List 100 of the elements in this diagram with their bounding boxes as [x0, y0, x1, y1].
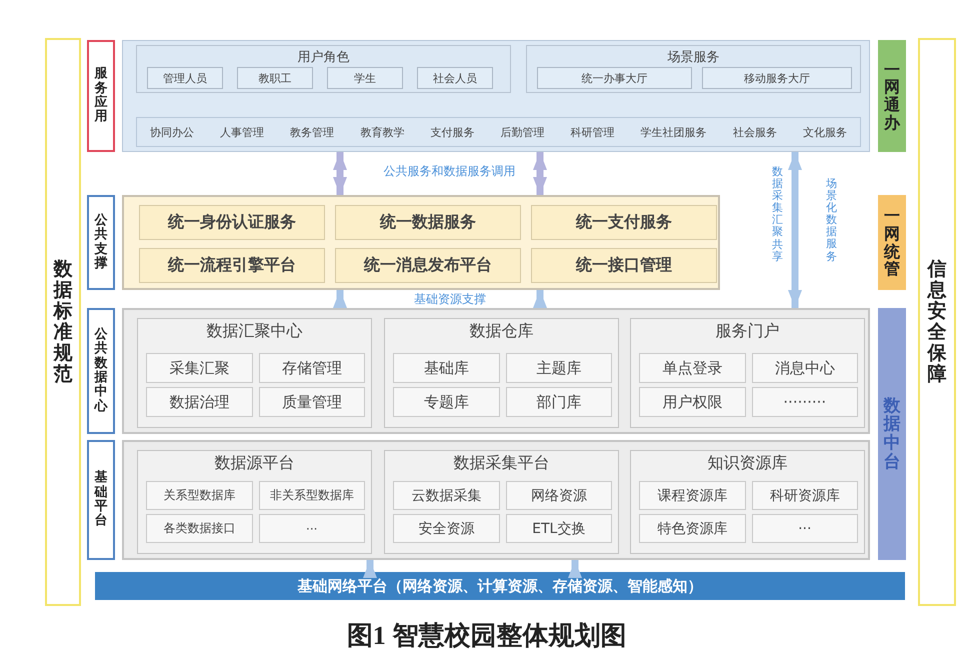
- item-label: 网络资源: [530, 486, 587, 504]
- item-label: 安全资源: [418, 520, 474, 538]
- item-label: 移动服务大厅: [744, 70, 810, 86]
- vertical-label: 信息安全保障: [928, 259, 946, 385]
- item-box: [639, 514, 746, 543]
- application-label: 教务管理: [290, 124, 334, 140]
- platform-label: 基础网络平台（网络资源、计算资源、存储资源、智能感知）: [298, 576, 702, 596]
- item-box: [639, 353, 746, 383]
- item-box: [506, 481, 612, 510]
- item-box: [752, 353, 858, 383]
- arrow: [333, 290, 347, 308]
- layer-panel: [122, 308, 870, 434]
- layer-tab: [87, 308, 115, 434]
- item-label: 统一消息发布平台: [364, 255, 492, 276]
- item-box: [258, 481, 365, 510]
- service-box: [531, 248, 717, 283]
- item-label: ·········: [783, 393, 826, 411]
- vertical-label: 公共支撑: [94, 214, 108, 272]
- item-label: 学生: [354, 70, 376, 86]
- layer-panel: [122, 195, 720, 290]
- item-label: 社会人员: [433, 70, 477, 86]
- figure-caption: 图1 智慧校园整体规划图: [346, 620, 628, 652]
- side-column: [45, 38, 81, 606]
- arrow: [568, 560, 582, 578]
- item-box: [146, 353, 252, 383]
- arrow: [788, 152, 802, 308]
- item-box: [702, 67, 852, 89]
- item-box: [393, 387, 500, 417]
- item-label: 课程资源库: [657, 486, 728, 504]
- item-label: 单点登录: [662, 358, 722, 378]
- item-box: [258, 514, 365, 543]
- item-label: 特色资源库: [657, 520, 728, 538]
- item-box: [258, 387, 365, 417]
- item-box: [537, 67, 692, 89]
- item-box: [327, 67, 403, 89]
- item-label: 非关系型数据库: [270, 487, 354, 504]
- group-title: 知识资源库: [706, 453, 788, 474]
- annotation-label: 数据采集汇聚共享: [772, 166, 783, 263]
- item-label: 云数据采集: [411, 486, 482, 504]
- item-box: [146, 514, 252, 543]
- item-label: 部门库: [536, 392, 582, 412]
- group-box: [384, 318, 619, 428]
- item-label: 各类数据接口: [163, 520, 236, 537]
- group-title: 场景服务: [666, 49, 720, 66]
- group-box: [630, 318, 865, 428]
- item-box: [393, 514, 500, 543]
- item-label: 统一办事大厅: [582, 70, 648, 86]
- group-title: 数据仓库: [468, 321, 534, 342]
- service-box: [139, 205, 325, 240]
- group-title: 服务门户: [714, 321, 780, 342]
- item-label: 数据治理: [169, 392, 230, 412]
- platform-bar: [95, 572, 905, 600]
- item-label: ETL交换: [532, 520, 586, 538]
- item-box: [146, 481, 252, 510]
- layer-tab: [87, 195, 115, 290]
- item-label: 统一流程引擎平台: [168, 255, 296, 276]
- application-label: 人事管理: [220, 124, 264, 140]
- group-title: 数据采集平台: [452, 453, 550, 474]
- item-label: 专题库: [424, 392, 469, 412]
- item-box: [417, 67, 493, 89]
- side-bar: [878, 40, 906, 152]
- item-box: [393, 481, 500, 510]
- vertical-label: 数据中台: [884, 396, 900, 472]
- item-label: 统一身份认证服务: [168, 212, 296, 233]
- layer-tab: [87, 440, 115, 560]
- item-label: 统一接口管理: [576, 255, 672, 276]
- arrow: [363, 560, 377, 578]
- item-label: 质量管理: [282, 392, 342, 412]
- item-box: [258, 353, 365, 383]
- arrow: [533, 290, 547, 308]
- application-label: 支付服务: [430, 124, 474, 140]
- arrow: [533, 152, 547, 195]
- item-box: [752, 481, 858, 510]
- annotation-label: 场景化数据服务: [826, 178, 837, 263]
- item-box: [506, 353, 612, 383]
- layer-panel: [122, 440, 870, 560]
- item-label: 管理人员: [163, 70, 207, 86]
- item-label: ···: [798, 520, 812, 536]
- group-box: [630, 450, 865, 554]
- side-bar: [878, 195, 906, 290]
- vertical-label: 服务应用: [94, 67, 108, 125]
- item-box: [146, 387, 252, 417]
- group-box: [137, 318, 372, 428]
- item-label: 存储管理: [282, 358, 342, 378]
- item-box: [506, 514, 612, 543]
- vertical-label: 公共数据中心: [94, 328, 108, 414]
- item-box: [393, 353, 500, 383]
- group-box: [136, 45, 511, 93]
- group-box: [526, 45, 861, 93]
- item-box: [639, 481, 746, 510]
- application-label: 科研管理: [570, 124, 615, 140]
- vertical-label: 一网通办: [884, 60, 900, 132]
- vertical-label: 基础平台: [94, 471, 108, 529]
- item-label: 科研资源库: [770, 486, 840, 504]
- item-label: 主题库: [536, 358, 582, 378]
- item-label: 关系型数据库: [163, 487, 236, 504]
- service-box: [335, 248, 521, 283]
- application-bar: [136, 117, 861, 147]
- application-label: 文化服务: [802, 124, 847, 140]
- item-box: [752, 514, 858, 543]
